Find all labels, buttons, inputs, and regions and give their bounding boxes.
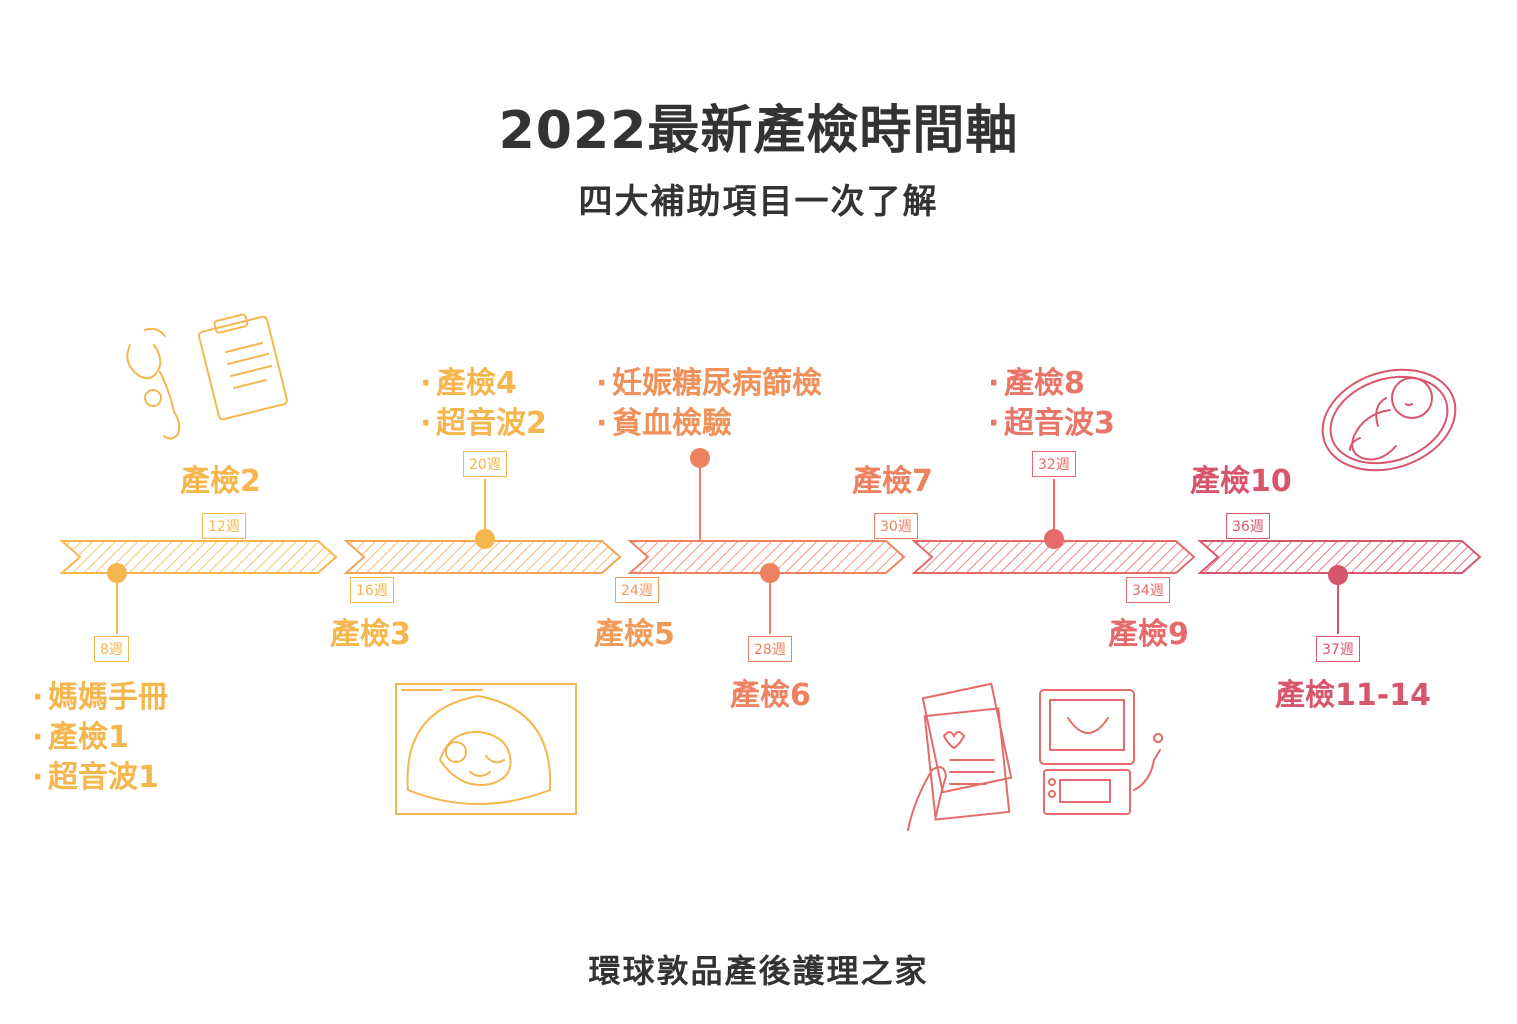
week-badge-24: 24週	[615, 577, 659, 603]
list-item: 產檢8	[988, 364, 1115, 404]
week-badge-36: 36週	[1226, 513, 1270, 539]
milestone-24-title: 產檢5	[594, 617, 675, 652]
page-title: 2022最新產檢時間軸	[498, 101, 1019, 161]
milestone-37-title: 產檢11-14	[1275, 678, 1431, 713]
list-item: 媽媽手冊	[32, 678, 168, 718]
marker-dot-28w	[760, 563, 780, 583]
week-badge-37: 37週	[1316, 636, 1360, 662]
stethoscope-clipboard-icon	[126, 313, 288, 440]
list-item: 產檢1	[32, 718, 168, 758]
milestone-32-items: 產檢8 超音波3	[988, 364, 1115, 444]
marker-dot-20w	[475, 529, 495, 549]
list-item: 貧血檢驗	[596, 404, 822, 444]
week-badge-12: 12週	[202, 513, 246, 539]
week-badge-32: 32週	[1032, 451, 1076, 477]
list-item: 妊娠糖尿病篩檢	[596, 364, 822, 404]
footer-brand: 環球敦品產後護理之家	[588, 952, 929, 990]
timeline-arrow-3	[627, 540, 906, 574]
week-badge-20: 20週	[463, 451, 507, 477]
milestone-20-items: 產檢4 超音波2	[420, 364, 547, 444]
marker-dot-8w	[107, 563, 127, 583]
list-item: 超音波3	[988, 404, 1115, 444]
timeline-arrow-2	[343, 540, 622, 574]
timeline-arrow-4	[911, 540, 1196, 574]
list-item: 產檢4	[420, 364, 547, 404]
timeline-arrow-5	[1197, 540, 1482, 574]
milestone-12-title: 產檢2	[180, 464, 261, 499]
milestone-36-title: 產檢10	[1190, 464, 1292, 499]
milestone-30-title: 產檢7	[852, 464, 933, 499]
milestone-gdm-items: 妊娠糖尿病篩檢 貧血檢驗	[596, 364, 822, 444]
page-subtitle: 四大補助項目一次了解	[578, 182, 939, 222]
list-item: 超音波2	[420, 404, 547, 444]
milestone-28-title: 產檢6	[730, 678, 811, 713]
list-item: 超音波1	[32, 758, 168, 798]
medical-report-monitor-icon	[907, 682, 1164, 831]
marker-dot-37w	[1328, 565, 1348, 585]
fetus-icon	[1321, 368, 1457, 472]
marker-dot-32w	[1044, 529, 1064, 549]
week-badge-8: 8週	[94, 636, 129, 662]
week-badge-28: 28週	[748, 636, 792, 662]
timeline-arrow-1	[59, 540, 338, 574]
week-badge-34: 34週	[1126, 577, 1170, 603]
milestone-8-items: 媽媽手冊 產檢1 超音波1	[32, 678, 168, 798]
week-badge-30: 30週	[874, 513, 918, 539]
ultrasound-image-icon	[395, 683, 577, 815]
milestone-16-title: 產檢3	[330, 617, 411, 652]
week-badge-16: 16週	[350, 577, 394, 603]
milestone-34-title: 產檢9	[1108, 617, 1189, 652]
marker-dot-gdm	[690, 448, 710, 468]
